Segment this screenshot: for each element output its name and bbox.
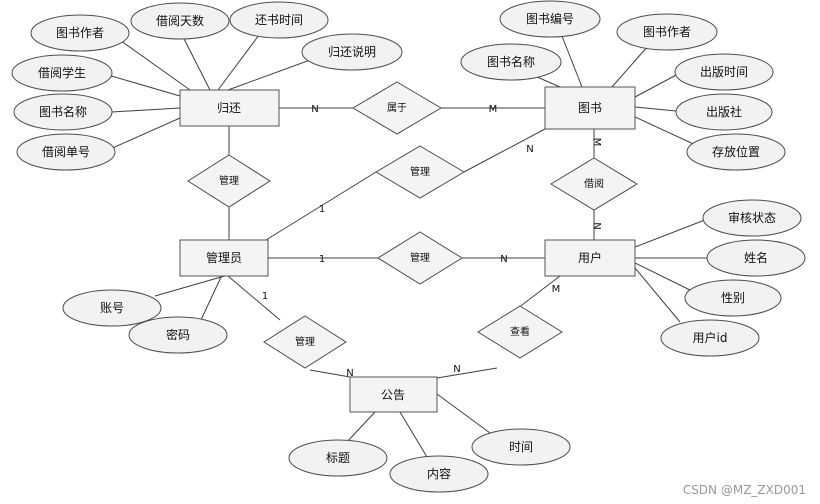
cardinality-return-belongs: N	[311, 104, 318, 115]
relationship-label: 借阅	[584, 177, 604, 190]
cardinality-admin-book: 1	[319, 204, 325, 215]
attribute-label: 姓名	[744, 250, 768, 265]
attribute-return-note: 归还说明	[301, 33, 403, 71]
attribute-label: 审核状态	[728, 210, 776, 225]
attribute-label: 图书作者	[56, 26, 104, 40]
attribute-label: 标题	[326, 451, 350, 465]
relationship-return-admin: 管理	[187, 154, 271, 208]
entity-label: 公告	[381, 388, 405, 402]
attribute-book-publisher: 出版社	[675, 93, 773, 131]
attribute-return-days: 借阅天数	[130, 2, 230, 40]
relationship-book-admin: 管理	[375, 145, 465, 199]
relationship-admin-user: 管理	[377, 231, 463, 285]
attribute-label: 出版社	[706, 104, 742, 119]
attribute-book-pubtime: 出版时间	[674, 53, 774, 91]
attribute-user-name: 姓名	[706, 239, 806, 277]
attribute-return-bookname: 图书名称	[13, 93, 113, 131]
entity-return: 归还	[179, 89, 280, 127]
cardinality-notice-view: N	[453, 364, 460, 375]
attribute-book-no: 图书编号	[499, 0, 601, 38]
attribute-book-location: 存放位置	[686, 133, 786, 171]
entity-user: 用户	[544, 239, 636, 277]
relationship-label: 管理	[219, 174, 239, 187]
attribute-label: 时间	[509, 440, 533, 454]
relationship-label: 管理	[295, 335, 315, 348]
attribute-notice-content: 内容	[389, 455, 489, 493]
relationship-label: 管理	[410, 251, 430, 264]
attribute-notice-time: 时间	[471, 428, 571, 466]
attribute-return-author: 图书作者	[30, 14, 130, 52]
entity-label: 归还	[217, 101, 241, 115]
attribute-user-id: 用户id	[660, 319, 760, 357]
attribute-label: 内容	[427, 466, 451, 481]
attribute-book-author: 图书作者	[616, 13, 718, 51]
attribute-book-name: 图书名称	[460, 43, 562, 81]
attribute-label: 出版时间	[700, 65, 748, 79]
entity-admin: 管理员	[179, 239, 269, 277]
cardinality-user-borrow: N	[591, 222, 602, 229]
attribute-label: 性别	[721, 291, 745, 305]
attribute-label: 还书时间	[255, 13, 303, 27]
attribute-notice-title: 标题	[288, 439, 388, 477]
relationship-label: 管理	[410, 165, 430, 178]
attribute-label: 图书名称	[39, 104, 87, 119]
relationship-label: 属于	[387, 102, 407, 114]
attribute-label: 图书名称	[487, 54, 535, 69]
entity-label: 图书	[578, 101, 602, 115]
attribute-label: 借阅学生	[38, 65, 86, 80]
entity-notice: 公告	[349, 376, 438, 413]
relationship-return-book: 属于	[352, 81, 442, 135]
entity-label: 用户	[578, 250, 602, 265]
attribute-label: 账号	[100, 301, 124, 315]
relationship-label: 查看	[510, 325, 530, 338]
cardinality-book-manage: N	[526, 144, 533, 155]
attribute-return-time: 还书时间	[229, 1, 329, 39]
relationship-admin-notice: 管理	[263, 315, 347, 369]
attribute-label: 密码	[166, 327, 190, 342]
cardinality-admin-notice: 1	[262, 291, 268, 302]
cardinality-user-manage: N	[500, 254, 507, 265]
entity-label: 管理员	[206, 250, 242, 265]
cardinality-book-belongs: M	[489, 104, 498, 115]
relationship-user-notice: 查看	[477, 305, 563, 359]
cardinality-user-view: M	[552, 284, 561, 295]
attribute-user-gender: 性别	[684, 279, 782, 317]
attribute-label: 借阅天数	[156, 13, 204, 28]
attribute-label: 归还说明	[328, 44, 376, 59]
entity-book: 图书	[544, 86, 636, 130]
attribute-label: 存放位置	[712, 144, 760, 159]
relationship-book-user: 借阅	[550, 157, 638, 211]
attribute-label: 用户id	[693, 330, 728, 345]
cardinality-notice-manage: N	[346, 368, 353, 379]
attribute-label: 借阅单号	[42, 145, 90, 159]
attribute-label: 图书编号	[526, 11, 574, 26]
attribute-return-borrowno: 借阅单号	[16, 133, 116, 171]
attribute-return-student: 借阅学生	[11, 54, 113, 92]
attribute-admin-account: 账号	[62, 289, 162, 327]
cardinality-labels: N M M N 1 N 1 N 1 N M N	[262, 104, 602, 379]
cardinality-book-borrow: M	[591, 138, 602, 147]
watermark: CSDN @MZ_ZXD001	[683, 483, 806, 497]
connector-lines	[107, 30, 711, 463]
attribute-admin-password: 密码	[128, 316, 228, 354]
attribute-user-review: 审核状态	[702, 199, 802, 237]
attribute-label: 图书作者	[643, 25, 691, 39]
cardinality-admin-user: 1	[319, 254, 325, 265]
